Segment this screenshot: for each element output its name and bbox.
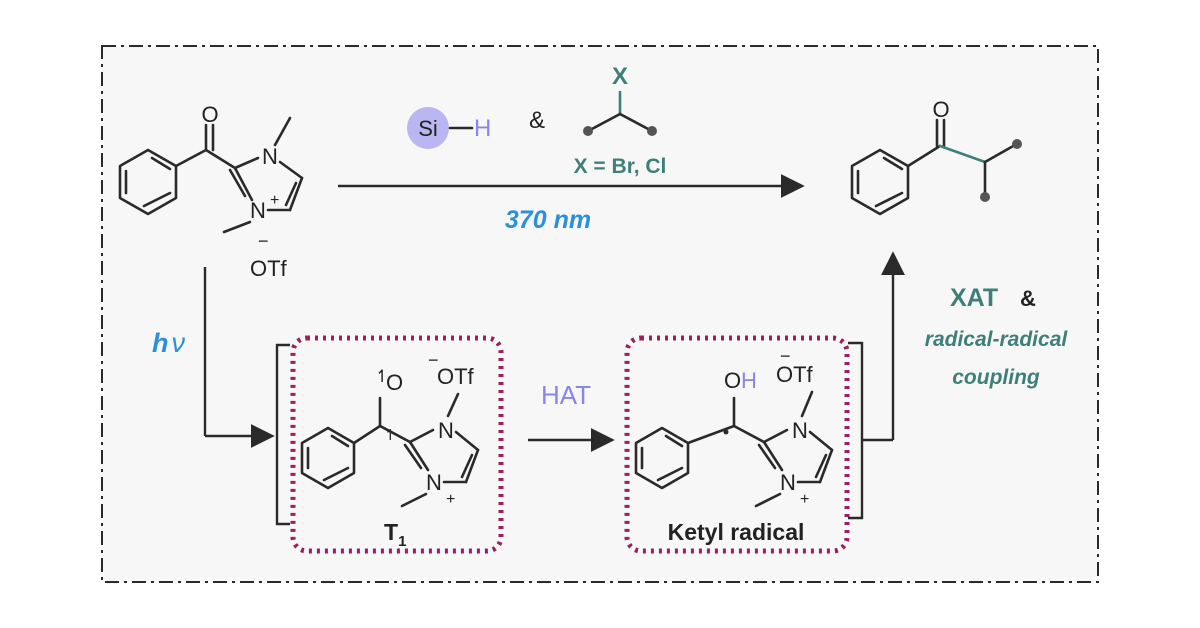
left-bracket xyxy=(275,343,290,526)
ketyl-caption: Ketyl radical xyxy=(668,519,805,545)
triplet-charge-minus: − xyxy=(428,350,439,370)
positive-charge: + xyxy=(270,192,279,209)
ketyl-n-top: N xyxy=(792,418,808,443)
ketyl-charge-minus: − xyxy=(780,346,791,366)
silane-circle xyxy=(407,107,449,149)
ketyl-radical-dot xyxy=(723,429,729,435)
negative-charge: − xyxy=(258,231,269,251)
imidazolium-n-bottom: N xyxy=(250,198,266,223)
triplet-counterion: OTf xyxy=(437,364,475,389)
ketyl-box xyxy=(624,335,850,554)
reagents: Si H & X X = Br, Cl xyxy=(407,63,666,178)
product: O xyxy=(850,97,1022,216)
ketyl-n-bottom: N xyxy=(780,470,796,495)
triplet-oxygen: O xyxy=(386,370,403,395)
ketyl-structure: O H N − OTf N + Ketyl radical xyxy=(634,346,834,545)
triplet-unpaired-o: ↿ xyxy=(375,367,389,386)
ketyl-counterion: OTf xyxy=(776,362,814,387)
product-carbonyl-oxygen: O xyxy=(932,97,949,122)
triplet-charge-plus: + xyxy=(446,491,455,508)
hydride-label: H xyxy=(474,115,491,142)
pathway-line2: coupling xyxy=(952,366,1040,389)
triplet-box xyxy=(290,335,504,554)
ketyl-hydrogen: H xyxy=(741,368,757,393)
xat-ampersand: & xyxy=(1020,286,1036,311)
triflate-counterion: OTf xyxy=(250,256,288,281)
ketyl-charge-plus: + xyxy=(800,491,809,508)
pathway-line1: radical-radical xyxy=(925,328,1069,351)
triplet-caption: T1 xyxy=(384,519,406,550)
triplet-structure: ↿ O ↿ N − OTf N + T1 xyxy=(300,350,480,550)
carbonyl-oxygen: O xyxy=(201,102,218,127)
triplet-n-top: N xyxy=(438,418,454,443)
xat-label: XAT xyxy=(950,284,998,312)
wavelength-condition: 370 nm xyxy=(505,206,591,234)
halide-condition: X = Br, Cl xyxy=(574,155,667,178)
hat-label: HAT xyxy=(541,380,591,410)
silicon-label: Si xyxy=(418,116,438,141)
halogen-atom: X xyxy=(612,63,628,90)
reagent-ampersand: & xyxy=(529,107,545,134)
imidazolium-n-top: N xyxy=(262,144,278,169)
starting-material: O N N + − OTf xyxy=(118,102,304,281)
triplet-n-bottom: N xyxy=(426,470,442,495)
scheme-frame xyxy=(101,45,1099,583)
ketyl-oxygen: O xyxy=(724,368,741,393)
right-bracket xyxy=(848,341,864,520)
